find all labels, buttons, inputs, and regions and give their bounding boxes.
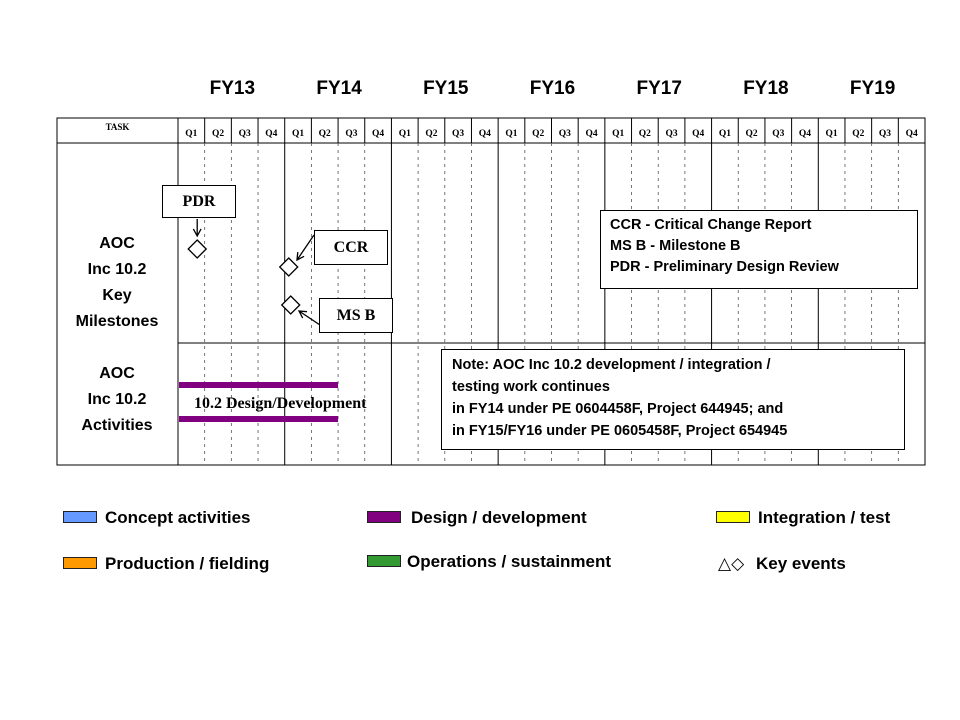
quarter-label: Q2 [212, 129, 224, 139]
milestone-leader-msb-head [297, 310, 308, 319]
quarter-label: Q3 [772, 129, 784, 139]
legend-swatch-design [367, 511, 401, 523]
task-header-label: TASK [106, 122, 130, 132]
milestone-diamond-msb [280, 295, 301, 315]
quarter-label: Q3 [665, 129, 677, 139]
activity-bar-bottom [179, 416, 339, 422]
note-line-1: Note: AOC Inc 10.2 development / integra… [452, 357, 771, 373]
milestone-callout-msb: MS B [319, 298, 393, 333]
milestone-leader-pdr-head [192, 228, 202, 238]
triangle-diamond-icon: △◇ [718, 554, 745, 574]
quarter-label: Q1 [185, 129, 197, 139]
note-line-4: in FY15/FY16 under PE 0605458F, Project … [452, 423, 788, 439]
fiscal-year-label: FY19 [849, 78, 896, 99]
quarter-label: Q1 [505, 129, 517, 139]
fiscal-year-label: FY18 [743, 78, 789, 99]
quarter-label: Q3 [452, 129, 464, 139]
quarter-label: Q4 [265, 129, 277, 139]
note-line-2: testing work continues [452, 379, 610, 395]
legend-text-production: Production / fielding [105, 554, 270, 573]
milestone-label-msb: MS B [336, 307, 376, 324]
quarter-label: Q3 [559, 129, 571, 139]
quarter-label: Q1 [612, 129, 624, 139]
quarter-label: Q2 [852, 129, 864, 139]
grid-frame [56, 117, 926, 466]
abbreviation-ccr: CCR - Critical Change Report [610, 217, 812, 233]
abbreviations-box: CCR - Critical Change Report MS B - Mile… [600, 210, 918, 289]
activities-label-text: AOC Inc 10.2 Activities [81, 365, 153, 434]
quarter-label: Q2 [532, 129, 544, 139]
legend-text-design: Design / development [411, 508, 587, 527]
fiscal-year-label: FY16 [529, 78, 576, 99]
note-line-3: in FY14 under PE 0604458F, Project 64494… [452, 401, 784, 417]
quarter-label: Q4 [585, 129, 597, 139]
milestone-callout-pdr: PDR [162, 185, 236, 218]
activity-label-design: 10.2 Design/Development [194, 395, 367, 412]
milestone-diamond-ccr [278, 257, 299, 277]
note-box: Note: AOC Inc 10.2 development / integra… [441, 349, 905, 450]
milestone-label-ccr: CCR [333, 239, 369, 256]
quarter-label: Q4 [479, 129, 491, 139]
milestone-diamond-pdr [187, 239, 208, 259]
legend-text-operations: Operations / sustainment [407, 552, 612, 571]
milestone-callout-ccr: CCR [314, 230, 388, 265]
abbreviation-msb: MS B - Milestone B [610, 238, 741, 254]
row-label-milestones: AOC Inc 10.2 Key Milestones [58, 231, 176, 335]
quarter-label: Q3 [345, 129, 357, 139]
milestone-leader-ccr-head [296, 251, 305, 262]
legend-swatch-operations [367, 555, 401, 567]
quarter-label: Q1 [399, 129, 411, 139]
legend-swatch-concept [63, 511, 97, 523]
legend-text-concept: Concept activities [105, 508, 251, 527]
quarter-label: Q1 [292, 129, 304, 139]
quarter-label: Q3 [879, 129, 891, 139]
legend-text-integration: Integration / test [758, 508, 891, 527]
legend-swatch-production [63, 557, 97, 569]
quarter-label: Q4 [799, 129, 811, 139]
quarter-label: Q4 [692, 129, 704, 139]
quarter-label: Q2 [425, 129, 437, 139]
quarter-label: Q4 [906, 129, 918, 139]
quarter-label: Q4 [372, 129, 384, 139]
row-label-activities: AOC Inc 10.2 Activities [58, 361, 176, 439]
abbreviation-pdr: PDR - Preliminary Design Review [610, 259, 839, 275]
quarter-label: Q2 [746, 129, 758, 139]
milestone-leader-msb [298, 310, 321, 326]
quarter-label: Q2 [319, 129, 331, 139]
milestone-label-pdr: PDR [182, 193, 216, 210]
quarter-label: Q1 [719, 129, 731, 139]
fiscal-year-label: FY14 [316, 78, 362, 99]
quarter-label: Q1 [826, 129, 838, 139]
fiscal-year-label: FY17 [636, 78, 682, 99]
fiscal-year-label: FY15 [423, 78, 469, 99]
quarter-label: Q2 [639, 129, 651, 139]
fiscal-year-label: FY13 [209, 78, 256, 99]
milestones-label-text: AOC Inc 10.2 Key Milestones [75, 235, 159, 330]
activity-bar-top [179, 382, 339, 388]
milestone-leader-ccr [296, 234, 315, 261]
legend-swatch-integration [716, 511, 750, 523]
quarter-label: Q3 [239, 129, 251, 139]
legend-text-key-events: Key events [756, 554, 846, 573]
